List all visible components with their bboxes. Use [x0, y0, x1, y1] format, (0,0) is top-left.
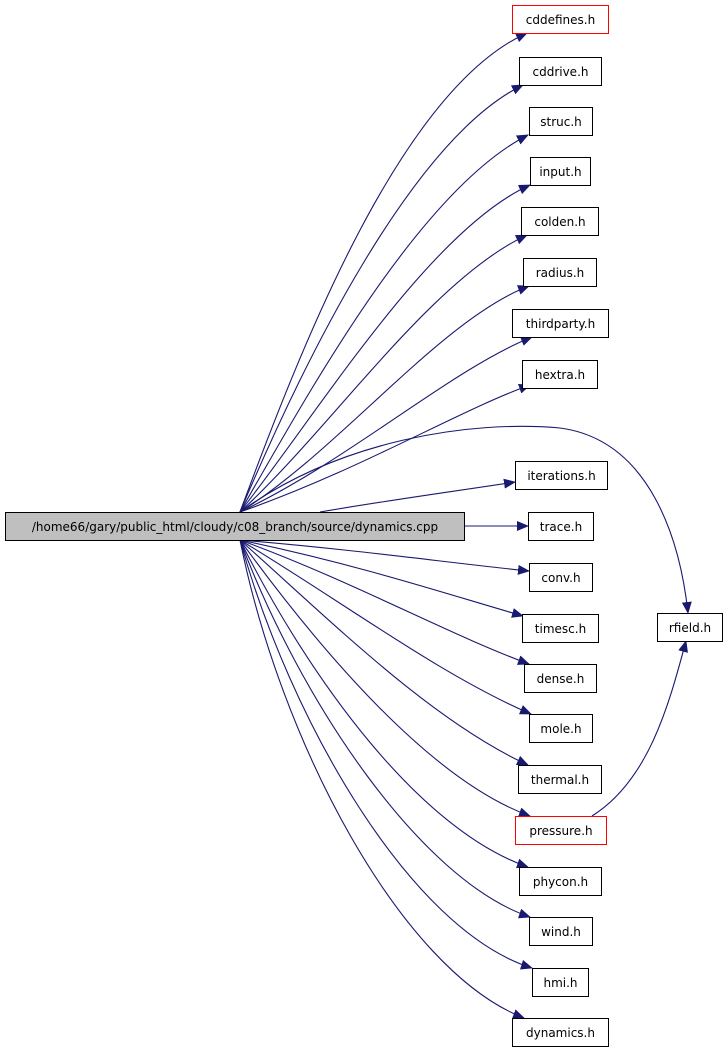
node-dense-box — [524, 664, 597, 693]
edge-pressure-to-rfield — [591, 640, 688, 817]
root-node-box — [5, 512, 465, 541]
edge-root-to-hmi — [239, 539, 533, 970]
node-thirdparty-box — [512, 309, 609, 338]
node-dynamics-box — [512, 1018, 609, 1047]
edge-root-to-wind — [239, 539, 531, 919]
node-timesc-label: timesc.h — [535, 622, 586, 636]
edges — [239, 32, 692, 1019]
edge-root-to-dense — [239, 539, 530, 665]
node-radius[interactable]: radius.h — [523, 258, 597, 287]
edge-root-to-thirdparty — [239, 336, 533, 513]
node-thirdparty[interactable]: thirdparty.h — [512, 309, 609, 338]
node-colden-box — [521, 207, 599, 236]
node-hextra[interactable]: hextra.h — [522, 360, 598, 389]
edge-root-to-struc — [239, 134, 529, 513]
node-trace-label: trace.h — [540, 520, 582, 534]
edge-root-to-dynamics — [239, 539, 525, 1019]
node-radius-box — [523, 258, 597, 287]
node-phycon[interactable]: phycon.h — [519, 867, 602, 896]
node-rfield-box — [657, 613, 723, 642]
node-wind-label: wind.h — [541, 925, 581, 939]
node-thirdparty-label: thirdparty.h — [526, 317, 595, 331]
node-dynamics[interactable]: dynamics.h — [512, 1018, 609, 1047]
node-radius-label: radius.h — [536, 266, 585, 280]
node-struc-box — [529, 107, 593, 136]
node-phycon-box — [519, 867, 602, 896]
node-pressure-label: pressure.h — [529, 824, 592, 838]
node-hmi-label: hmi.h — [543, 976, 577, 990]
node-cddefines-box — [512, 5, 609, 34]
edge-root-to-cddrive — [239, 84, 524, 513]
node-trace[interactable]: trace.h — [528, 512, 594, 541]
nodes: /home66/gary/public_html/cloudy/c08_bran… — [5, 5, 723, 1047]
node-trace-box — [528, 512, 594, 541]
node-timesc-box — [522, 614, 599, 643]
edge-root-to-rfield — [239, 425, 692, 614]
edge-root-to-conv — [239, 539, 530, 575]
node-struc[interactable]: struc.h — [529, 107, 593, 136]
edge-root-to-hextra — [239, 383, 531, 513]
node-input-label: input.h — [539, 165, 581, 179]
edge-root-to-iterations — [319, 478, 516, 513]
node-conv-box — [529, 563, 593, 592]
node-thermal[interactable]: thermal.h — [518, 765, 602, 794]
node-cddrive[interactable]: cddrive.h — [519, 57, 602, 86]
node-dynamics-label: dynamics.h — [526, 1026, 595, 1040]
node-hmi-box — [532, 968, 589, 997]
node-hextra-box — [522, 360, 598, 389]
node-conv[interactable]: conv.h — [529, 563, 593, 592]
node-wind-box — [529, 917, 593, 946]
node-input-box — [530, 157, 591, 186]
node-phycon-label: phycon.h — [533, 875, 588, 889]
edge-root-to-timesc — [239, 539, 524, 618]
node-iterations[interactable]: iterations.h — [515, 461, 608, 490]
node-colden-label: colden.h — [534, 215, 585, 229]
edge-root-to-colden — [239, 234, 528, 513]
node-thermal-box — [518, 765, 602, 794]
node-timesc[interactable]: timesc.h — [522, 614, 599, 643]
node-colden[interactable]: colden.h — [521, 207, 599, 236]
node-hmi[interactable]: hmi.h — [532, 968, 589, 997]
node-dense[interactable]: dense.h — [524, 664, 597, 693]
node-mole-label: mole.h — [540, 722, 581, 736]
node-cddrive-box — [519, 57, 602, 86]
edge-root-to-phycon — [239, 539, 529, 869]
edge-root-to-mole — [239, 539, 532, 715]
node-dense-label: dense.h — [537, 672, 585, 686]
node-wind[interactable]: wind.h — [529, 917, 593, 946]
node-mole-box — [529, 714, 593, 743]
edge-root-to-input — [239, 184, 531, 513]
node-input[interactable]: input.h — [530, 157, 591, 186]
node-mole[interactable]: mole.h — [529, 714, 593, 743]
node-struc-label: struc.h — [540, 115, 582, 129]
node-rfield[interactable]: rfield.h — [657, 613, 723, 642]
node-rfield-label: rfield.h — [669, 621, 711, 635]
root-node-label: /home66/gary/public_html/cloudy/c08_bran… — [32, 520, 438, 534]
node-thermal-label: thermal.h — [531, 773, 589, 787]
edge-root-to-radius — [239, 285, 530, 513]
node-conv-label: conv.h — [541, 571, 580, 585]
node-iterations-label: iterations.h — [527, 469, 595, 483]
edge-root-to-thermal — [239, 539, 529, 766]
node-pressure-box — [515, 816, 607, 845]
node-cddefines[interactable]: cddefines.h — [512, 5, 609, 34]
node-pressure[interactable]: pressure.h — [515, 816, 607, 845]
root-node[interactable]: /home66/gary/public_html/cloudy/c08_bran… — [5, 512, 465, 541]
edge-root-to-pressure — [239, 539, 531, 817]
node-hextra-label: hextra.h — [535, 368, 585, 382]
node-cddefines-label: cddefines.h — [526, 13, 595, 27]
edge-root-to-cddefines — [239, 32, 528, 513]
node-iterations-box — [515, 461, 608, 490]
node-cddrive-label: cddrive.h — [532, 65, 588, 79]
